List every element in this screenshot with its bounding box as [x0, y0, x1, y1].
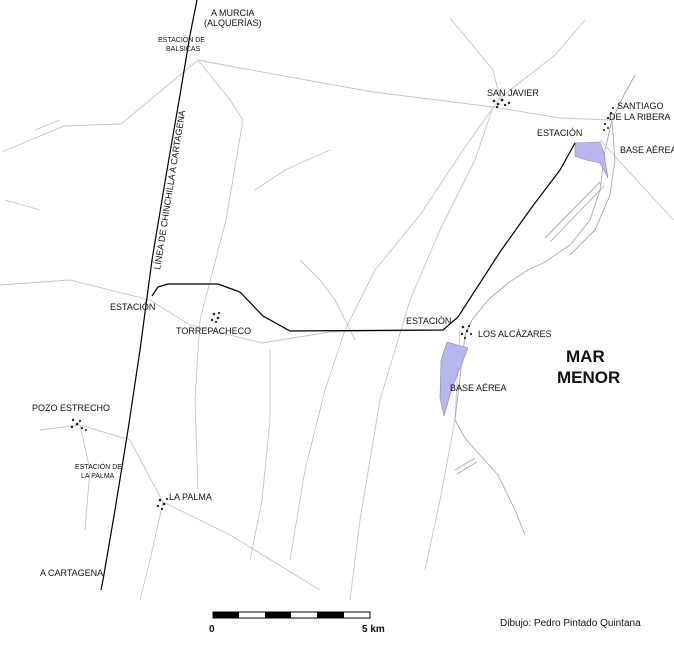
town-pozo-estrecho: [70, 418, 87, 431]
road-network: [0, 17, 674, 601]
branch-railway-line: [151, 142, 576, 332]
label-base-aerea-south: BASE AÉREA: [450, 383, 507, 393]
label-estacion-la-palma-2: LA PALMA: [81, 473, 115, 480]
label-balsicas-1: ESTACIÓN DE: [158, 35, 205, 44]
label-santiago-2: DE LA RIBERA: [609, 112, 671, 122]
scale-start-label: 0: [209, 624, 215, 635]
label-murcia-2: (ALQUERÍAS): [204, 18, 262, 28]
town-los-alcazares: [460, 324, 473, 340]
town-torrepacheco: [210, 311, 221, 324]
label-la-palma: LA PALMA: [169, 492, 212, 502]
map-labels: A MURCIA (ALQUERÍAS) ESTACIÓN DE BALSICA…: [32, 8, 674, 578]
label-mar-menor-2: MENOR: [557, 368, 620, 387]
label-base-aerea-north: BASE AÉREA: [620, 145, 674, 155]
label-santiago-1: SANTIAGO: [617, 101, 664, 111]
label-balsicas-2: BALSICAS: [166, 46, 201, 53]
label-murcia-1: A MURCIA: [211, 8, 255, 18]
air-bases: [439, 141, 609, 417]
label-pozo-estrecho: POZO ESTRECHO: [32, 403, 110, 413]
coastline: [454, 74, 636, 536]
scale-bar: 0 5 km: [209, 611, 385, 635]
label-estacion-san-javier: ESTACIÓN: [537, 128, 582, 138]
town-san-javier: [492, 98, 511, 109]
air-base-south: [439, 341, 469, 417]
air-base-north: [574, 141, 609, 179]
towns: [70, 98, 614, 511]
label-estacion-alcazares: ESTACIÓN: [406, 316, 451, 326]
label-torrepacheco: TORREPACHECO: [176, 326, 251, 336]
railway-lines: [100, 0, 576, 591]
label-estacion-la-palma-1: ESTACIÓN DE: [75, 462, 122, 471]
label-los-alcazares: LOS ALCÁZARES: [478, 329, 552, 339]
label-estacion-torre: ESTACIÓN: [110, 302, 155, 312]
town-santiago: [603, 107, 614, 131]
label-san-javier: SAN JAVIER: [487, 88, 539, 98]
label-mar-menor-1: MAR: [566, 347, 605, 366]
main-railway-line: [100, 0, 198, 591]
credit-text: Dibujo: Pedro Pintado Quintana: [500, 618, 641, 629]
label-cartagena: A CARTAGENA: [40, 568, 103, 578]
scale-end-label: 5 km: [362, 624, 385, 635]
label-railway-line: LÍNEA DE CHINCHILLA A CARTAGENA: [152, 109, 187, 270]
town-la-palma: [156, 497, 169, 511]
